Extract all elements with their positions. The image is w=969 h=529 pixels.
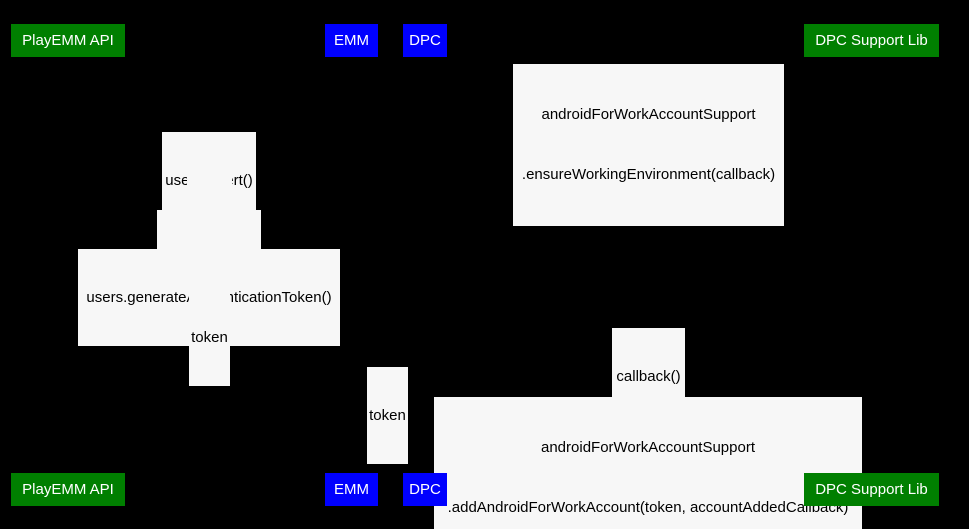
message-line-1: androidForWorkAccountSupport xyxy=(541,106,756,123)
participant-label: EMM xyxy=(334,32,369,49)
participant-header-dpc[interactable]: DPC xyxy=(403,24,447,57)
message-label-token-to-dpc: token xyxy=(367,367,408,464)
message-line-2: .addAndroidForWorkAccount(token, account… xyxy=(447,499,849,516)
participant-label: DPC Support Lib xyxy=(815,481,928,498)
participant-footer-dpc-support-lib[interactable]: DPC Support Lib xyxy=(804,473,939,506)
participant-header-dpc-support-lib[interactable]: DPC Support Lib xyxy=(804,24,939,57)
message-label-ensure-working-environment: androidForWorkAccountSupport .ensureWork… xyxy=(513,64,784,226)
message-line-1: token xyxy=(191,329,228,346)
participant-footer-emm[interactable]: EMM xyxy=(325,473,378,506)
participant-header-emm[interactable]: EMM xyxy=(325,24,378,57)
message-line-1: callback() xyxy=(616,368,681,385)
participant-header-playemm-api[interactable]: PlayEMM API xyxy=(11,24,125,57)
participant-label: PlayEMM API xyxy=(22,32,114,49)
message-label-token-to-emm: token xyxy=(189,289,230,386)
participant-label: DPC xyxy=(409,32,441,49)
message-line-1: token xyxy=(369,407,406,424)
participant-footer-dpc[interactable]: DPC xyxy=(403,473,447,506)
participant-footer-playemm-api[interactable]: PlayEMM API xyxy=(11,473,125,506)
message-line-1: androidForWorkAccountSupport xyxy=(541,439,755,456)
message-label-add-android-for-work-account: androidForWorkAccountSupport .addAndroid… xyxy=(434,397,862,529)
participant-label: PlayEMM API xyxy=(22,481,114,498)
message-line-2: .ensureWorkingEnvironment(callback) xyxy=(521,166,776,183)
participant-label: DPC xyxy=(409,481,441,498)
participant-label: EMM xyxy=(334,481,369,498)
participant-label: DPC Support Lib xyxy=(815,32,928,49)
